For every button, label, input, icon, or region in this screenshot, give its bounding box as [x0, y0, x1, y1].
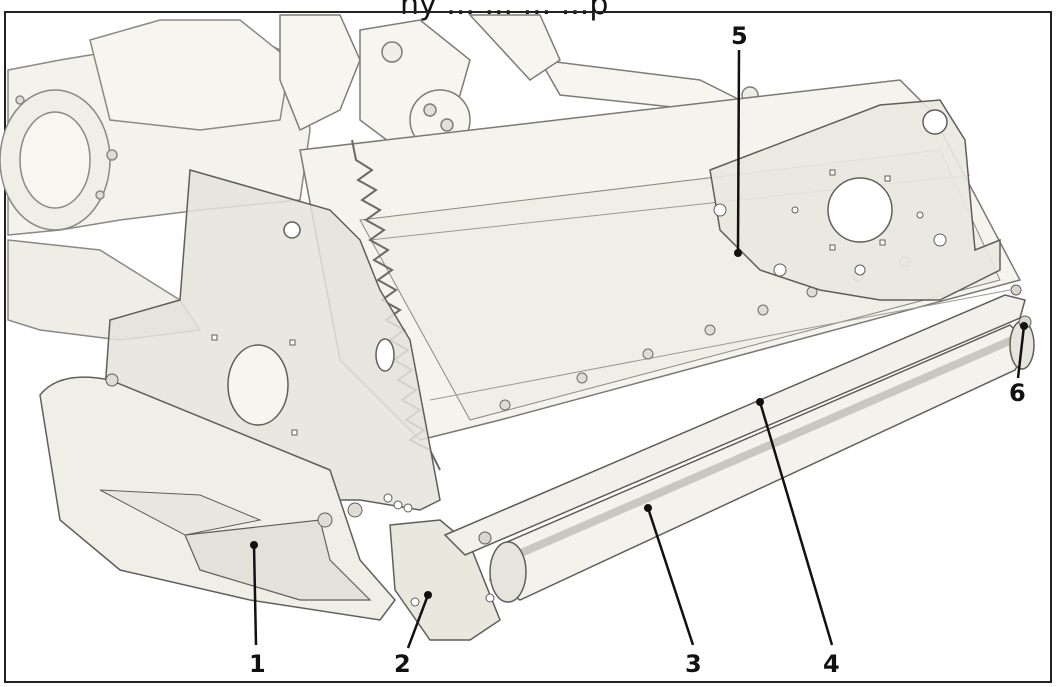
roller-assembly: [443, 284, 1035, 603]
leader-dots: [250, 249, 1028, 599]
right-side-plate: [709, 99, 1001, 301]
left-skid: [39, 373, 396, 621]
callout-3: 3: [685, 650, 702, 678]
callout-labels: 1 2 3 4 5 6: [249, 22, 1026, 678]
leader-lines: [252, 49, 1026, 649]
callout-1: 1: [249, 650, 266, 678]
three-point-hitch: [279, 14, 759, 151]
figure-frame: [4, 11, 1052, 683]
callout-6: 6: [1009, 379, 1026, 407]
leader-3: [646, 507, 695, 646]
callout-4: 4: [823, 650, 840, 678]
callout-2: 2: [394, 650, 411, 678]
leader-1: [252, 544, 258, 646]
leader-5: [736, 49, 741, 251]
leader-6: [1016, 325, 1026, 379]
leader-2: [406, 594, 430, 649]
leader-4: [758, 401, 834, 646]
callout-5: 5: [731, 22, 748, 50]
roller-bracket: [389, 519, 501, 641]
